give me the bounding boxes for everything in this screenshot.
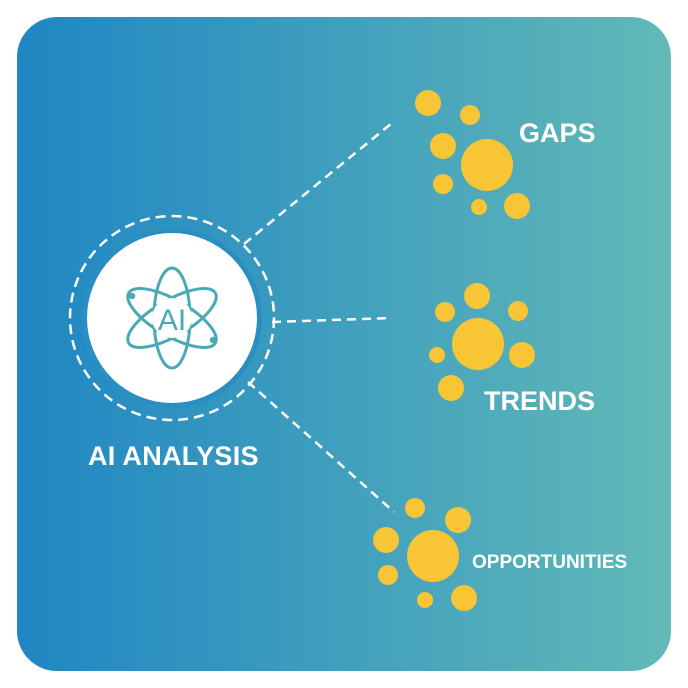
ai-atom-icon: [126, 266, 218, 370]
connector-trends: [271, 316, 393, 324]
sun-cluster-icon: [429, 283, 535, 401]
branch-label-opportunities: OPPORTUNITIES: [472, 552, 628, 573]
sun-cluster-icon: [373, 498, 477, 611]
ai-icon-text: AI: [158, 304, 186, 337]
connector-opportunities: [247, 381, 395, 513]
hub-node: AI: [68, 214, 276, 422]
connector-gaps: [243, 122, 393, 245]
branch-label-trends: TRENDS: [484, 386, 596, 416]
hub-dashed-ring: [68, 214, 276, 422]
hub-label: AI ANALYSIS: [88, 441, 259, 471]
branch-label-gaps: GAPS: [519, 118, 596, 148]
sun-cluster-icon: [415, 90, 530, 219]
